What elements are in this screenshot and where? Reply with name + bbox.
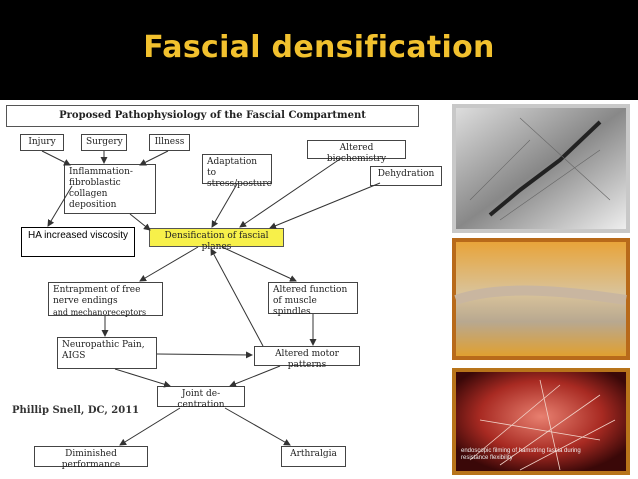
node-injury: Injury bbox=[20, 134, 64, 151]
node-illness: Illness bbox=[149, 134, 190, 151]
node-densification: Densification of fascial planes bbox=[149, 228, 284, 252]
node-neuropathic: Neuropathic Pain, AIGS bbox=[57, 337, 157, 369]
diagram-title: Proposed Pathophysiology of the Fascial … bbox=[6, 105, 419, 127]
photo-caption: endoscopic filming of hamstring fascia d… bbox=[461, 448, 581, 461]
node-altered-motor: Altered motor patterns bbox=[254, 346, 360, 370]
node-surgery: Surgery bbox=[81, 134, 127, 151]
node-altered-spindles: Altered function of muscle spindles bbox=[268, 282, 358, 317]
node-altered-biochemistry: Altered biochemistry bbox=[307, 140, 406, 164]
entrapment-main: Entrapment of free nerve endings bbox=[53, 285, 141, 306]
node-joint: Joint de-centration bbox=[157, 386, 245, 410]
node-inflammation: Inflammation-fibroblastic collagen depos… bbox=[64, 164, 156, 214]
entrapment-sub: and mechanoreceptors bbox=[53, 308, 147, 317]
ha-viscosity-label: HA increased viscosity bbox=[21, 227, 135, 257]
node-arthralgia: Arthralgia bbox=[281, 446, 346, 467]
slide-title: Fascial densification bbox=[143, 30, 495, 65]
author-credit: Phillip Snell, DC, 2011 bbox=[12, 405, 140, 416]
node-diminished: Diminished performance bbox=[34, 446, 148, 470]
node-adaptation: Adaptation to stress/posture bbox=[202, 154, 272, 189]
node-entrapment: Entrapment of free nerve endings and mec… bbox=[48, 282, 163, 317]
node-dehydration: Dehydration bbox=[370, 166, 442, 186]
